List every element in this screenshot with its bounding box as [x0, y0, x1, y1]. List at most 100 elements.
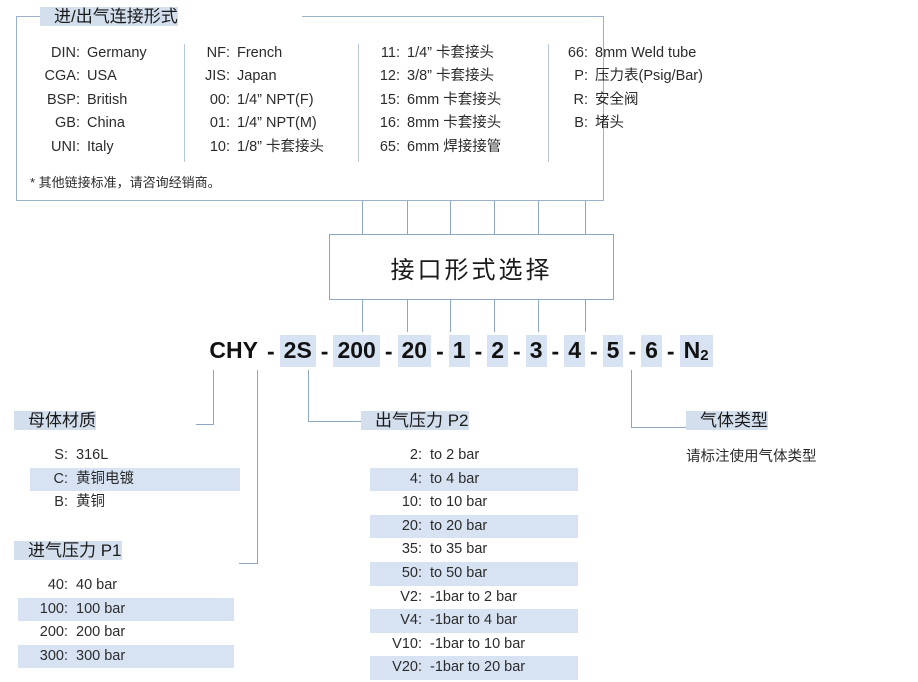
connection-type-note: * 其他链接标准，请咨询经销商。 — [30, 175, 221, 190]
code-separator: - — [474, 337, 483, 364]
connector-below-3 — [450, 300, 451, 332]
column-divider-1 — [184, 44, 185, 162]
item-value: 1/4” 卡套接头 — [407, 45, 495, 61]
item-value: Germany — [87, 45, 147, 61]
item-value: French — [237, 45, 283, 61]
connector-inlet-vertical — [257, 370, 258, 564]
item-key: 10: — [401, 494, 422, 511]
code-separator: - — [436, 337, 444, 364]
column-divider-2 — [358, 44, 359, 162]
list-item: 15: 6mm 卡套接头 — [374, 89, 544, 112]
item-value: 8mm 卡套接头 — [407, 115, 502, 132]
list-item: 66: 8mm Weld tube — [562, 42, 742, 65]
code-token-port-1: 1 — [448, 335, 470, 367]
connector-above-1 — [362, 201, 363, 234]
list-item: 00: 1/4” NPT(F) — [200, 89, 360, 112]
outlet-pressure-title: 出气压力 P2 — [361, 408, 579, 434]
list-item: 300: 300 bar — [18, 644, 234, 669]
inlet-pressure-title-text: 进气压力 P1 — [14, 541, 122, 560]
connection-type-title: 进/出气连接形式 — [40, 4, 302, 30]
item-value: USA — [87, 68, 117, 85]
item-value: -1bar to 20 bar — [430, 659, 526, 676]
item-key: 200: — [39, 624, 68, 641]
connector-material-horizontal — [196, 424, 214, 425]
code-separator: - — [551, 337, 560, 364]
code-token-port-4: 4 — [564, 335, 585, 367]
code-separator: - — [513, 337, 521, 364]
list-item: 10: 1/8” 卡套接头 — [200, 136, 360, 159]
gas-type-title-text: 气体类型 — [686, 411, 768, 430]
code-separator: - — [589, 337, 598, 364]
item-value: 6mm 卡套接头 — [407, 91, 502, 108]
list-item: NF: French — [200, 42, 360, 65]
item-key: V4: — [400, 612, 422, 629]
item-value: 200 bar — [76, 624, 126, 641]
list-item: DIN: Germany — [40, 42, 180, 65]
list-item: 10: to 10 bar — [370, 491, 578, 515]
connection-type-column-2: NF: French JIS: Japan 00: 1/4” NPT(F) 01… — [200, 42, 360, 159]
model-code-row: CHY - 2S - 200 - 20 - 1 - 2 - 3 - 4 - 5 … — [0, 332, 918, 370]
item-key: R: — [573, 91, 589, 108]
item-value: 100 bar — [76, 600, 126, 617]
connector-above-2 — [407, 201, 408, 234]
connector-below-6 — [585, 300, 586, 332]
connection-type-column-4: 66: 8mm Weld tube P: 压力表(Psig/Bar) R: 安全… — [562, 42, 742, 136]
list-item: 100: 100 bar — [18, 597, 234, 622]
code-separator: - — [628, 337, 637, 364]
item-key: P: — [574, 68, 588, 85]
code-token-gas-type-text: N — [683, 337, 701, 363]
connector-below-5 — [538, 300, 539, 332]
top-box-top-border-right — [302, 16, 604, 17]
item-value: British — [87, 91, 128, 108]
item-key: 100: — [39, 600, 68, 617]
connector-outlet-vertical — [308, 370, 309, 422]
item-value: 40 bar — [76, 577, 118, 593]
item-value: to 50 bar — [430, 564, 488, 581]
item-value: to 20 bar — [430, 517, 488, 534]
connection-type-box — [16, 16, 604, 201]
connection-type-column-1: DIN: Germany CGA: USA BSP: British GB: C… — [40, 42, 180, 159]
list-item: CGA: USA — [40, 65, 180, 88]
connector-outlet-horizontal — [308, 421, 361, 422]
item-key: BSP: — [46, 91, 80, 108]
list-item: C: 黄铜电镀 — [30, 467, 240, 492]
connector-above-5 — [538, 201, 539, 234]
code-separator: - — [384, 337, 393, 364]
connector-gas-vertical — [631, 370, 632, 428]
item-value: 堵头 — [595, 115, 624, 132]
item-key: C: — [53, 470, 69, 487]
list-item: 35: to 35 bar — [370, 538, 578, 562]
item-key: V2: — [400, 588, 422, 605]
item-key: DIN: — [51, 45, 80, 61]
list-item: 40: 40 bar — [18, 574, 234, 598]
list-item: 4: to 4 bar — [370, 467, 578, 492]
inlet-pressure-list: 40: 40 bar 100: 100 bar 200: 200 bar 300… — [18, 574, 234, 669]
item-key: 2: — [409, 447, 422, 463]
item-value: -1bar to 2 bar — [430, 588, 518, 605]
item-value: 压力表(Psig/Bar) — [595, 68, 703, 85]
item-key: 10: — [209, 138, 230, 155]
list-item: V2: -1bar to 2 bar — [370, 586, 578, 610]
item-value: to 35 bar — [430, 541, 488, 558]
code-token-material: 2S — [279, 335, 316, 367]
connection-type-title-text: 进/出气连接形式 — [40, 7, 178, 26]
item-key: CGA: — [44, 68, 80, 85]
code-separator: - — [666, 337, 675, 364]
list-item: JIS: Japan — [200, 65, 360, 88]
item-value: Japan — [237, 68, 277, 85]
item-key: B: — [54, 494, 68, 511]
item-value: -1bar to 10 bar — [430, 635, 526, 652]
item-key: UNI: — [51, 138, 80, 155]
inlet-pressure-title: 进气压力 P1 — [14, 538, 232, 564]
list-item: 2: to 2 bar — [370, 444, 578, 468]
item-key: 11: — [380, 45, 400, 61]
item-value: to 4 bar — [430, 470, 480, 487]
code-separator: - — [320, 337, 329, 364]
item-key: 50: — [401, 564, 422, 581]
item-key: V20: — [392, 659, 422, 676]
body-material-title-text: 母体材质 — [14, 411, 96, 430]
item-key: 4: — [409, 470, 422, 487]
code-token-port-6: 6 — [641, 335, 662, 367]
list-item: BSP: British — [40, 89, 180, 112]
